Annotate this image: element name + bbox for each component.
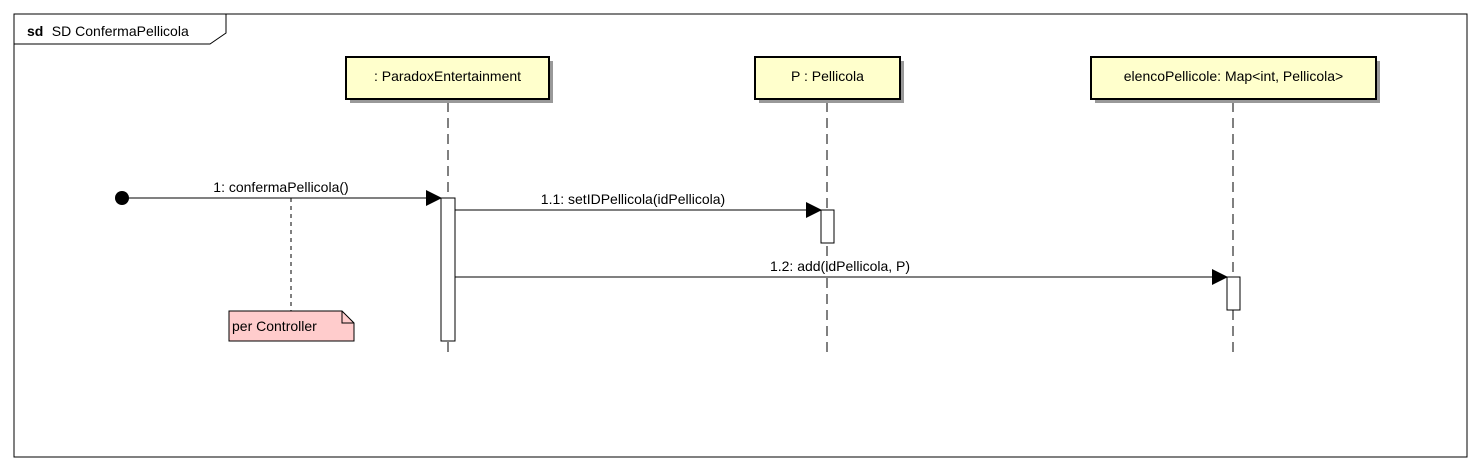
- lifeline-p-head[interactable]: P : Pellicola: [754, 56, 904, 103]
- message-label: 1: confermaPellicola(): [213, 179, 348, 195]
- frame-keyword: sd: [27, 23, 43, 39]
- lifeline-paradox-head[interactable]: : ParadoxEntertainment: [345, 56, 553, 103]
- message-label: 1.2: add(idPellicola, P): [770, 258, 910, 274]
- participant-box: [345, 56, 550, 100]
- message-label: 1.1: setIDPellicola(idPellicola): [541, 191, 725, 207]
- activation-bar-elenco: [1226, 276, 1241, 311]
- message-1-2[interactable]: 1.2: add(idPellicola, P): [455, 258, 1228, 285]
- participant-label: : ParadoxEntertainment: [374, 68, 521, 84]
- participant-box: [754, 56, 901, 100]
- note-box: [228, 310, 355, 342]
- participant-label: elencoPellicole: Map<int, Pellicola>: [1124, 68, 1343, 84]
- activation-bar-p: [820, 209, 835, 244]
- message-1[interactable]: 1: confermaPellicola(): [115, 179, 442, 206]
- frame-title: SD ConfermaPellicola: [52, 23, 189, 39]
- note-text: per Controller: [232, 318, 317, 334]
- frame-tab: [13, 13, 227, 45]
- participant-label: P : Pellicola: [791, 68, 864, 84]
- activation-bar-paradox: [440, 197, 456, 342]
- lifeline-elenco-head[interactable]: elencoPellicole: Map<int, Pellicola>: [1090, 56, 1380, 103]
- message-1-1[interactable]: 1.1: setIDPellicola(idPellicola): [455, 191, 822, 218]
- note-fold: [341, 311, 354, 324]
- frame-heading: sd SD ConfermaPellicola: [27, 23, 189, 40]
- participant-box: [1090, 56, 1377, 100]
- note[interactable]: per Controller: [228, 310, 355, 342]
